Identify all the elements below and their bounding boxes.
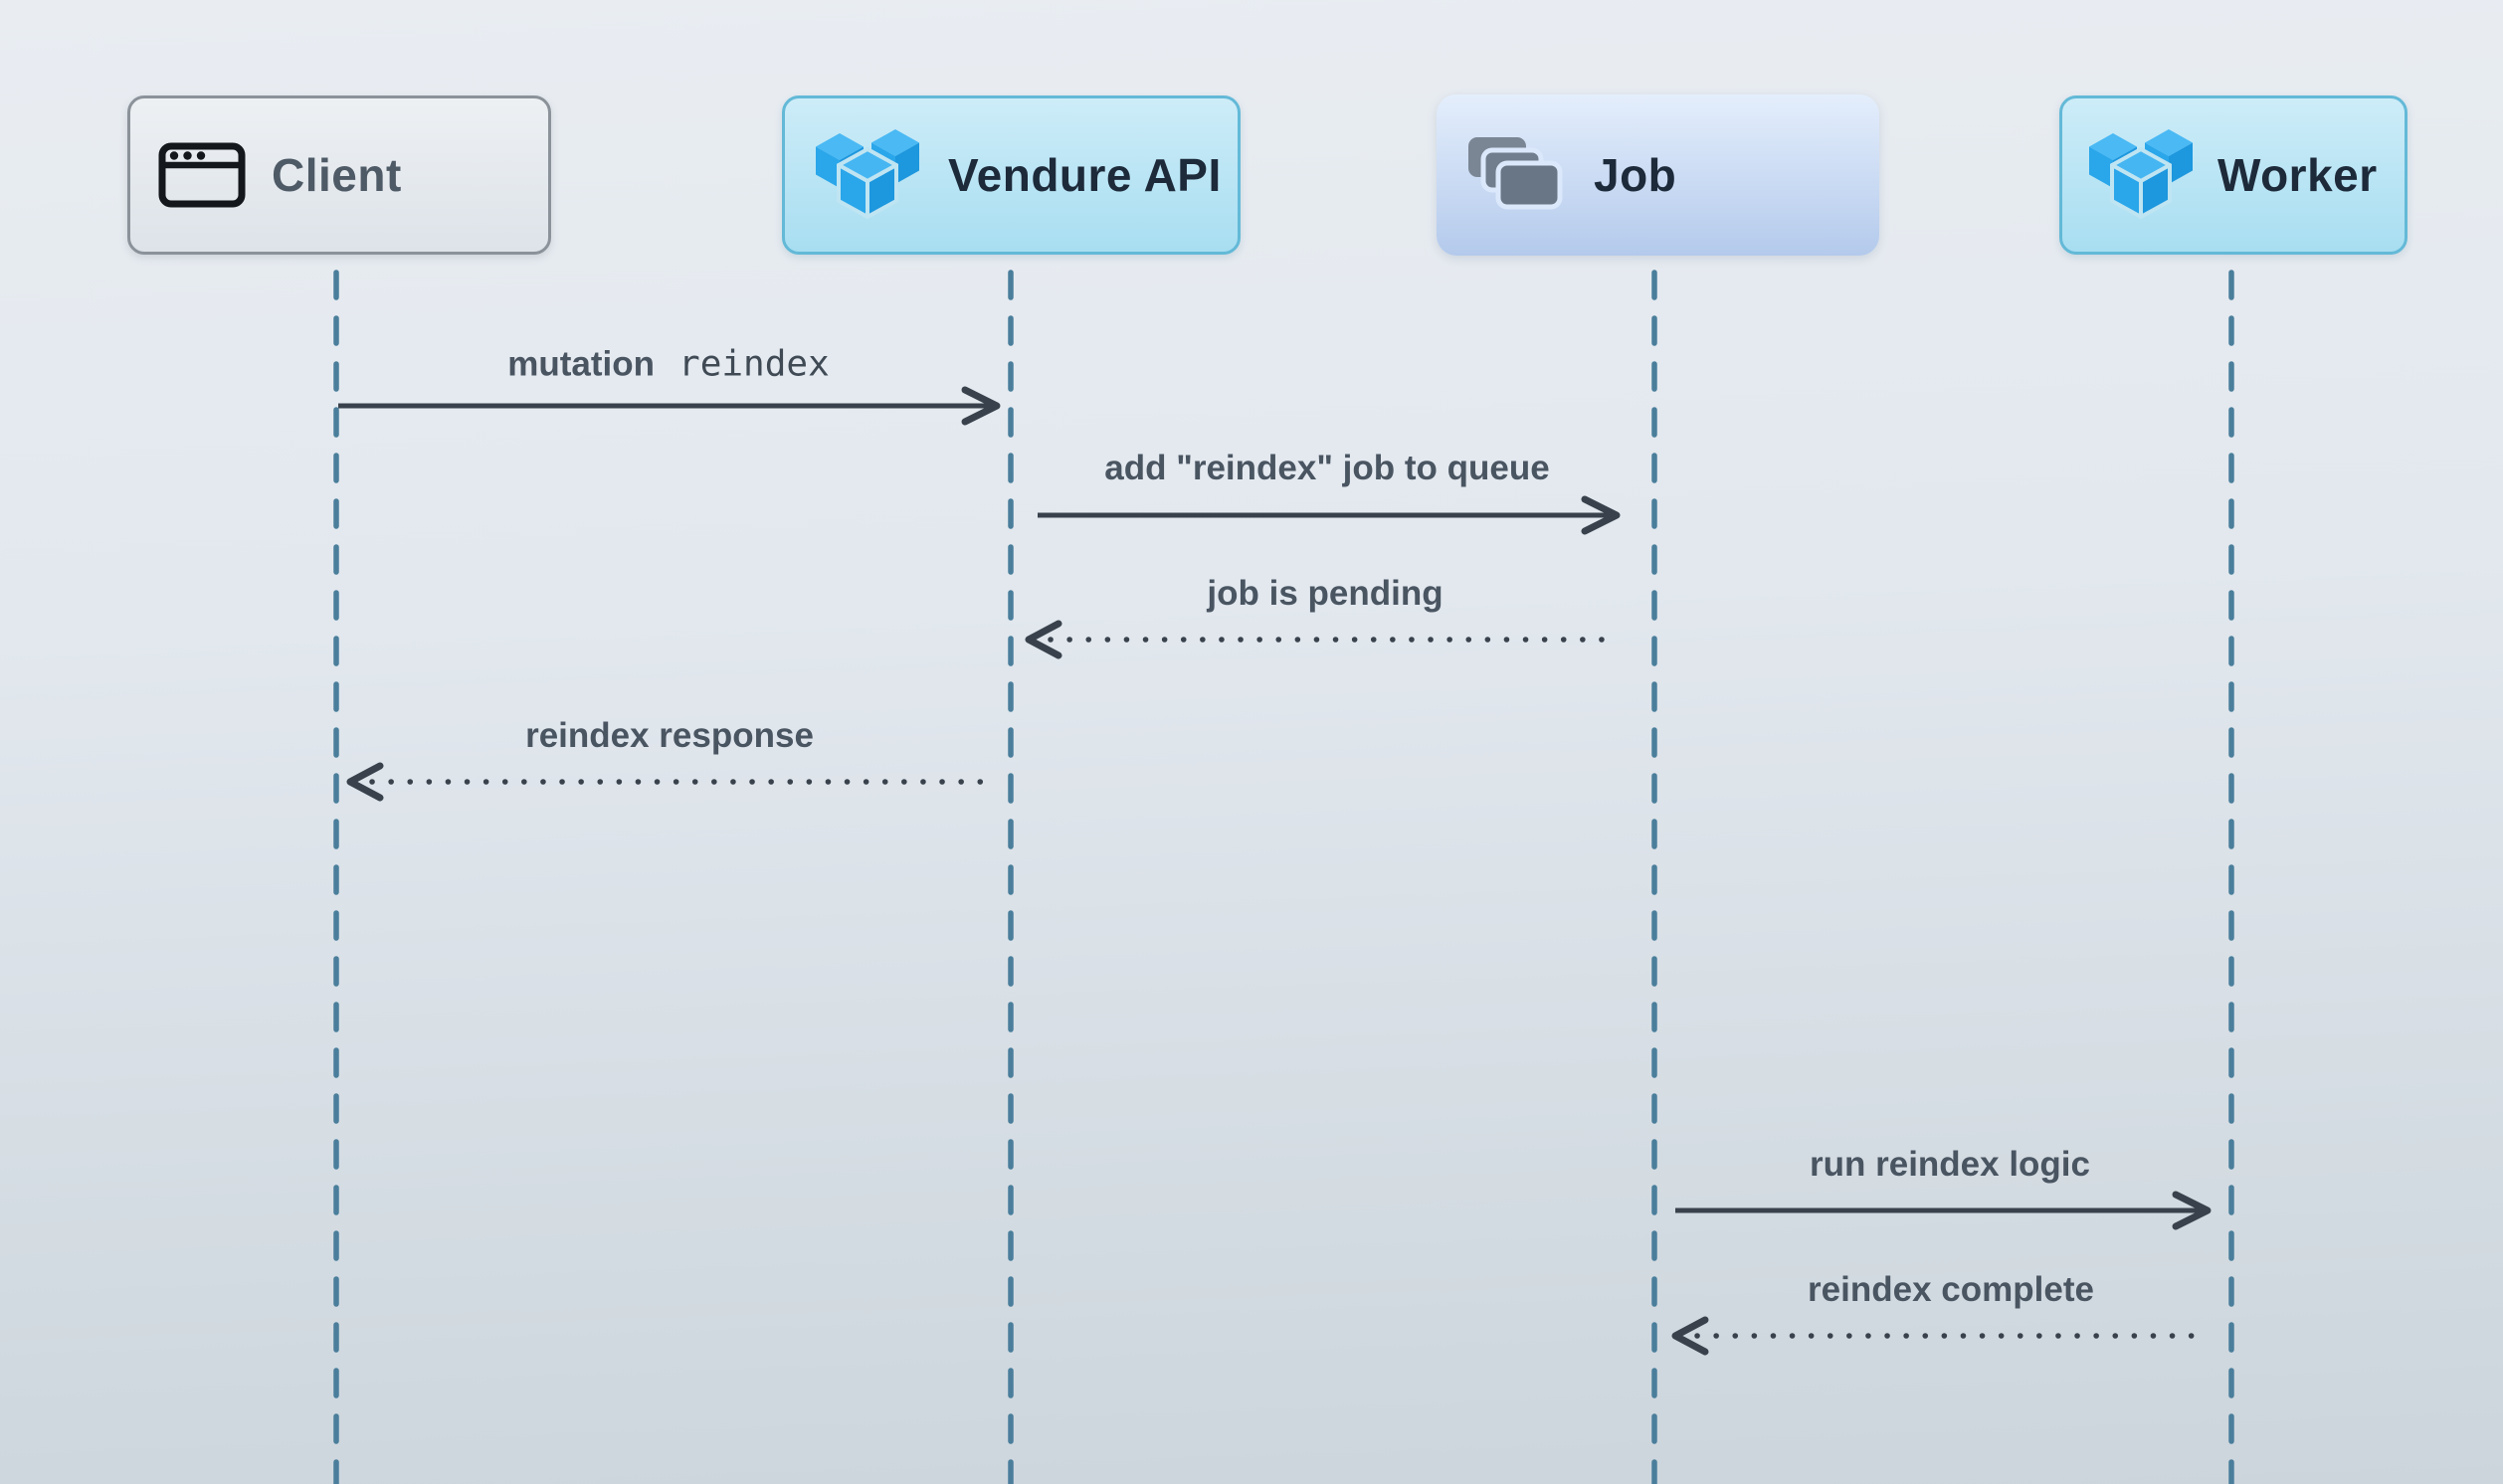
message-label-job-is-pending: job is pending xyxy=(1207,574,1443,614)
arrow-reindex-response xyxy=(346,762,986,802)
message-label-run-reindex-logic: run reindex logic xyxy=(1810,1145,2090,1185)
message-text: mutation xyxy=(507,344,656,384)
arrow-mutation-reindex xyxy=(338,386,1001,426)
message-label-mutation-reindex: mutation reindex xyxy=(507,344,829,385)
message-text: reindex response xyxy=(525,716,814,755)
actor-worker-label: Worker xyxy=(2217,149,2378,201)
message-label-reindex-complete: reindex complete xyxy=(1808,1270,2094,1310)
arrow-job-is-pending xyxy=(1025,620,1615,659)
stacked-cards-icon xyxy=(1468,137,1563,210)
message-text: reindex complete xyxy=(1808,1270,2094,1309)
vendure-cubes-logo-icon xyxy=(2089,129,2193,219)
arrow-run-reindex-logic xyxy=(1675,1191,2212,1230)
arrow-reindex-complete xyxy=(1671,1316,2196,1356)
actor-vendure-api-label: Vendure API xyxy=(948,149,1222,201)
arrow-add-job-to-queue xyxy=(1038,495,1621,535)
message-label-reindex-response: reindex response xyxy=(525,716,814,756)
actor-vendure-api: Vendure API xyxy=(782,95,1241,255)
lifelines xyxy=(333,270,2234,1484)
actor-client: Client xyxy=(127,95,551,255)
browser-window-icon xyxy=(158,142,246,208)
actor-job: Job xyxy=(1437,94,1879,256)
message-text: run reindex logic xyxy=(1810,1145,2090,1184)
actor-client-label: Client xyxy=(272,149,402,201)
message-text: job is pending xyxy=(1207,574,1444,613)
vendure-cubes-logo-icon xyxy=(816,129,919,219)
message-text: add "reindex" job to queue xyxy=(1104,449,1550,487)
actor-worker: Worker xyxy=(2059,95,2407,255)
message-label-add-job-to-queue: add "reindex" job to queue xyxy=(1104,449,1549,488)
actor-job-label: Job xyxy=(1594,149,1677,201)
message-code-text: reindex xyxy=(678,343,830,385)
